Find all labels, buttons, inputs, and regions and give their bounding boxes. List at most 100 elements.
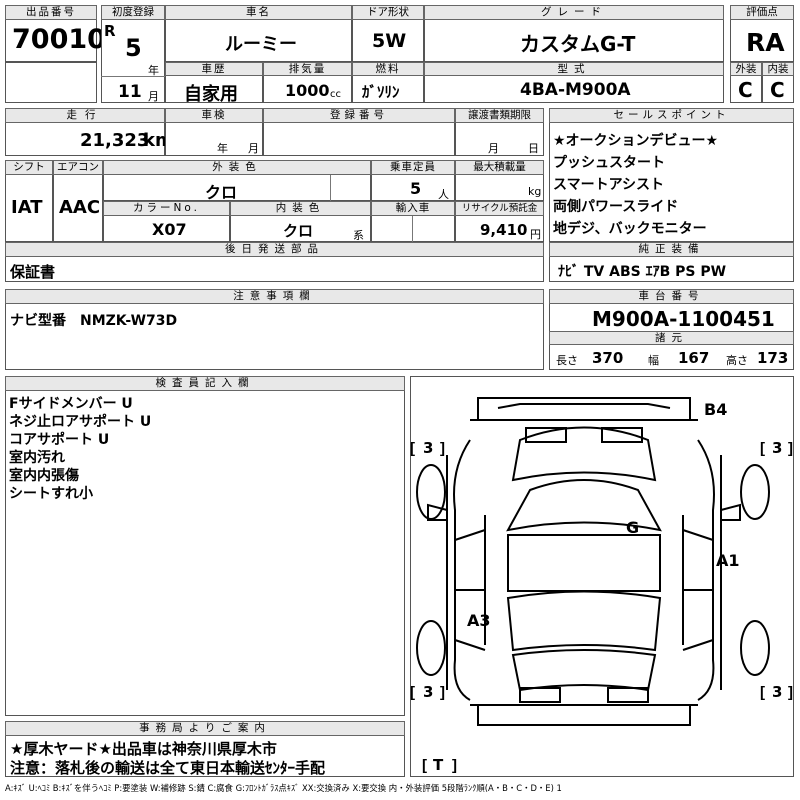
damage-mark-g: G [626,518,640,537]
score-label: 評価点 [730,5,794,20]
equipment-label: 純正装備 [549,242,794,257]
max-load-label: 最大積載量 [455,160,544,175]
max-load-unit: kg [528,185,542,198]
color-no: X07 [152,220,187,239]
recycle: 9,410 [480,221,528,239]
sales-point: 両側パワースライド [553,199,679,215]
reg-year: 5 [125,34,142,62]
ac: AAC [59,197,101,218]
score: RA [746,28,785,57]
svg-text:]: ] [788,440,793,457]
lot-blank [5,62,97,103]
sales-point: スマートアシスト [553,177,665,193]
svg-text:[: [ [760,684,765,701]
length-label: 長さ [556,354,578,367]
transfer-day-unit: 日 [528,142,539,155]
transfer-month-unit: 月 [488,142,499,155]
later-parts: 保証書 [10,263,56,281]
svg-text:]: ] [440,684,445,701]
damage-mark-b4: B4 [704,400,728,419]
sales-points-cell [549,108,794,242]
door-label: ドア形状 [352,5,424,20]
later-parts-label: 後日発送部品 [5,242,544,257]
displacement: 1000 [285,81,330,100]
inspection-label: 車検 [165,108,263,123]
sales-point: ★オークションデビュー★ [553,133,719,149]
damage-mark-a1: A1 [716,551,740,570]
reg-no-label: 登録番号 [263,108,455,123]
interior-color-label: 内装色 [230,201,371,216]
notes-label: 注意事項欄 [5,289,544,304]
lot-label: 出品番号 [5,5,97,20]
interior-color: クロ [283,222,314,240]
shift-label: シフト [5,160,53,175]
inspector-cell [5,376,405,716]
inspection-year-unit: 年 [217,142,228,155]
first-reg-cell [101,5,165,103]
inspector-item: 室内内張傷 [9,468,79,484]
tire-fr: 3 [772,439,783,457]
history-label: 車歴 [165,62,263,76]
first-reg-label: 初度登録 [101,5,165,20]
inspector-item: シートすれ小 [9,486,93,502]
sales-points-label: セールスポイント [549,108,794,123]
era: R [104,22,116,40]
svg-text:[: [ [410,440,415,457]
recycle-label: リサイクル預託金 [455,201,544,216]
color: クロ [205,183,238,202]
chassis-label: 車台番号 [549,289,794,304]
notes: ナビ型番 NMZK-W73D [10,313,178,329]
color-no-label: カラーNo. [103,201,230,216]
chassis-number: M900A-1100451 [592,307,775,331]
office-line-2: 注意：落札後の輸送は全て東日本輸送ｾﾝﾀｰ手配 [10,759,326,777]
inspector-item: ネジ止ロアサポート U [9,414,152,430]
sales-point: プッシュスタート [553,155,665,171]
door-type: 5W [372,30,407,52]
height-label: 高さ [726,354,748,367]
interior-label: 内装 [762,62,794,76]
exterior-label: 外装 [730,62,762,76]
reg-month: 11 [118,82,142,102]
fuel: ｶﾞｿﾘﾝ [362,83,400,101]
interior-color-unit: 系 [353,229,364,242]
tire-rr: 3 [772,683,783,701]
capacity-unit: 人 [438,188,449,201]
sales-point: 地デジ、バックモニター [553,221,707,237]
spec-label: 諸元 [549,331,794,345]
exterior-grade: C [738,78,753,102]
displacement-label: 排気量 [263,62,352,76]
legend: A:ｷｽﾞ U:ﾍｺﾐ B:ｷｽﾞを伴うﾍｺﾐ P:要塗装 W:補修跡 S:錆 … [5,783,562,793]
inspector-label: 検査員記入欄 [5,376,405,391]
grade-label: グレード [424,5,724,20]
ac-label: エアコン [53,160,103,175]
inspector-item: コアサポート U [9,432,110,448]
tire-fl: 3 [423,439,434,457]
lot-number: 70010 [12,24,106,55]
office-line-1: ★厚木ヤード★出品車は神奈川県厚木市 [10,740,277,758]
svg-text:[: [ [422,757,427,774]
recycle-unit: 円 [530,228,541,241]
svg-text:]: ] [452,757,457,774]
color-label: 外装色 [103,160,371,175]
name-label: 車名 [165,5,352,20]
interior-grade: C [770,78,785,102]
office-label: 事務局よりご案内 [5,721,405,736]
height: 173 [757,349,789,367]
capacity: 5 [410,179,422,198]
import-label: 輸入車 [371,201,455,216]
svg-text:[: [ [760,440,765,457]
inspector-item: 室内汚れ [9,450,65,466]
inspector-item: Fサイドメンバー U [9,396,133,412]
svg-text:]: ] [788,684,793,701]
length: 370 [592,349,624,367]
mileage-label: 走行 [5,108,165,123]
year-unit: 年 [148,64,159,77]
transfer-label: 譲渡書類期限 [455,108,544,123]
tire-rl: 3 [423,683,434,701]
model-label: 型式 [424,62,724,76]
grade: カスタムG-T [520,32,636,56]
svg-text:]: ] [440,440,445,457]
tire-spare: T [433,756,444,774]
capacity-label: 乗車定員 [371,160,455,175]
